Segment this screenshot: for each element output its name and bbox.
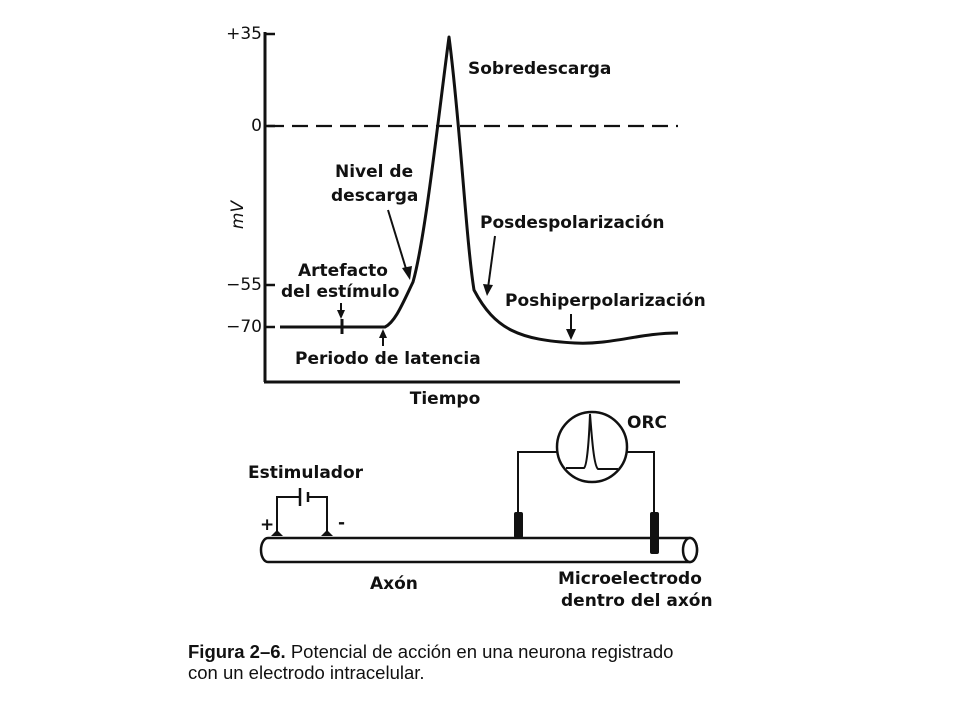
afterdepolarization-arrowhead: [483, 284, 493, 296]
axon-label: Axón: [370, 574, 418, 594]
stimulus-artifact-label-line1: Artefacto: [298, 261, 388, 281]
figure-caption: Figura 2–6. Potencial de acción en una n…: [188, 641, 788, 683]
action-potential-curve: [280, 35, 679, 345]
microelectrode-label-line2: dentro del axón: [561, 591, 713, 611]
figure-caption-line1: Potencial de acción en una neurona regis…: [285, 641, 674, 662]
stimulator-minus-sign: -: [338, 513, 345, 533]
afterdepolarization-arrow-line: [487, 235, 496, 289]
stimulus-artifact-arrowhead: [337, 310, 345, 319]
axon-cylinder: [259, 536, 699, 564]
y-tick-label-plus35: +35: [226, 24, 262, 44]
microelectrode: [650, 512, 659, 554]
y-axis-label: mV: [228, 200, 248, 230]
oscilloscope-label: ORC: [627, 413, 667, 433]
x-axis-label: Tiempo: [410, 389, 481, 409]
afterhyperpolarization-label: Poshiperpolarización: [505, 291, 706, 311]
microelectrode-label-line1: Microelectrodo: [558, 569, 702, 589]
oscilloscope-trace: [566, 413, 618, 470]
threshold-label-line2: descarga: [331, 186, 418, 206]
stimulator-plus-sign: +: [260, 515, 274, 535]
y-tick-label-minus55: −55: [226, 275, 262, 295]
y-tick-label-minus70: −70: [226, 317, 262, 337]
stimulus-artifact-label-line2: del estímulo: [281, 282, 399, 302]
figure-caption-line2: con un electrodo intracelular.: [188, 662, 425, 683]
y-tick-label-zero: 0: [251, 116, 262, 136]
stimulator-battery-icon: [271, 488, 333, 536]
threshold-label-line1: Nivel de: [335, 162, 413, 182]
threshold-arrow-line: [387, 209, 408, 273]
reference-wire: [517, 451, 557, 512]
threshold-arrowhead: [402, 266, 412, 280]
reference-electrode: [514, 512, 523, 538]
overshoot-label: Sobredescarga: [468, 59, 611, 79]
microelectrode-wire: [626, 451, 655, 512]
latency-period-label: Periodo de latencia: [295, 349, 481, 369]
stimulator-label: Estimulador: [248, 463, 364, 483]
action-potential-graph: +35 0 −55 −70 mV Tiempo Sobredescarga Ni…: [226, 24, 706, 409]
latency-arrowhead: [379, 329, 387, 338]
axon-end-cap: [681, 536, 699, 564]
recording-setup-diagram: Axón Estimulador + - ORC Microelectrodo …: [248, 410, 713, 611]
afterdepolarization-label: Posdespolarización: [480, 213, 665, 233]
afterhyperpolarization-arrowhead: [566, 329, 576, 340]
figure-caption-label: Figura 2–6.: [188, 641, 286, 662]
